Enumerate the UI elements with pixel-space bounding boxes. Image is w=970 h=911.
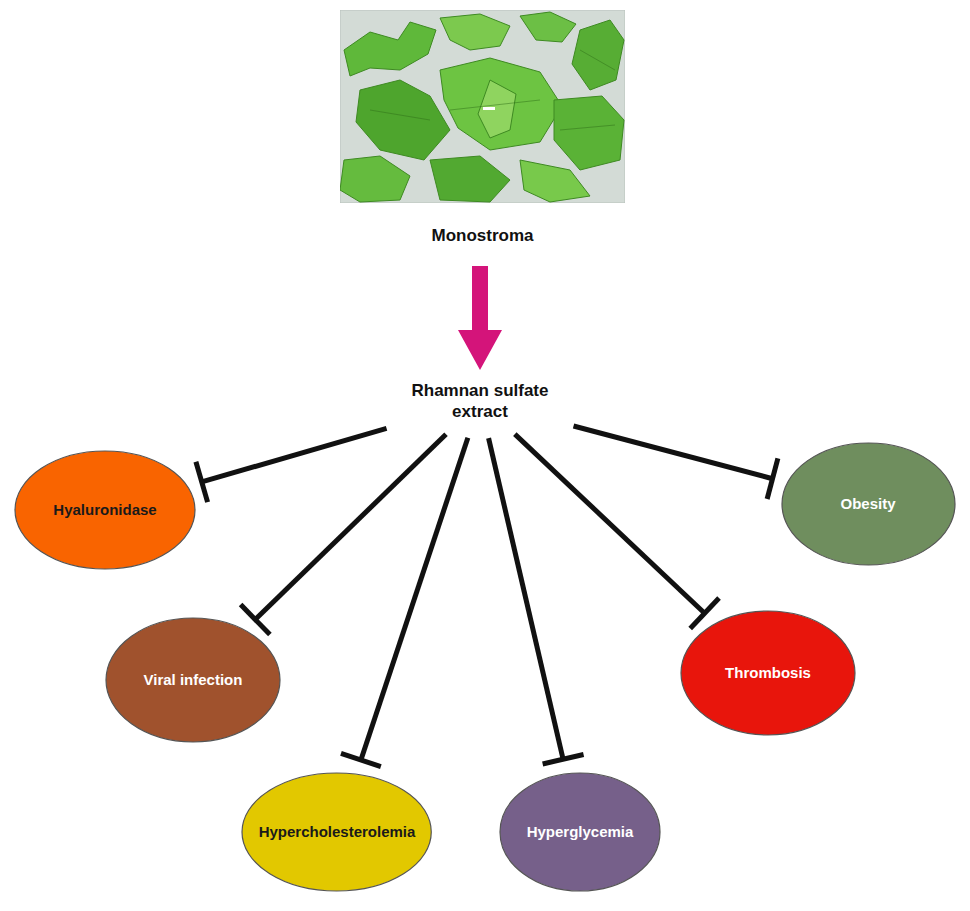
inhibition-bar <box>767 458 778 499</box>
connector <box>515 434 719 628</box>
inhibition-bar <box>543 754 584 763</box>
block-arrow <box>458 266 502 370</box>
connector <box>196 428 387 502</box>
effect-label: Hypercholesterolemia <box>259 823 416 842</box>
effect-label: Thrombosis <box>725 664 811 683</box>
effect-label: Hyperglycemia <box>527 823 634 842</box>
seaweed-photo <box>340 10 625 203</box>
ellipse-fill <box>500 773 660 891</box>
effect-label: Hyaluronidase <box>53 501 156 520</box>
effect-ellipse: Hyaluronidase <box>14 450 196 570</box>
inhibition-line <box>489 438 564 759</box>
inhibition-bar <box>341 753 381 766</box>
inhibition-bar <box>196 462 208 502</box>
ellipse-fill <box>782 443 955 565</box>
inhibition-line <box>361 438 468 760</box>
effect-label: Viral infection <box>144 671 243 690</box>
connector <box>341 438 468 767</box>
effect-ellipse: Hyperglycemia <box>499 772 661 892</box>
node-label: Monostroma <box>340 225 625 246</box>
ellipse-fill <box>681 611 855 735</box>
connector <box>489 438 584 764</box>
source-photo-node: Monostroma <box>340 10 625 250</box>
effect-ellipse: Obesity <box>781 442 956 566</box>
ellipse-fill <box>106 618 280 742</box>
effect-label: Obesity <box>840 495 895 514</box>
node-label: Rhamnan sulfate extract <box>404 380 556 423</box>
ellipse-fill <box>242 773 431 891</box>
connector <box>241 434 446 634</box>
inhibition-line <box>515 434 705 613</box>
ellipse-fill <box>15 451 195 569</box>
inhibition-line <box>574 426 773 479</box>
effect-ellipse: Viral infection <box>105 617 281 743</box>
extract-label-node: Rhamnan sulfate extract <box>400 378 560 425</box>
inhibition-line <box>202 428 387 482</box>
effect-ellipse: Hypercholesterolemia <box>241 772 432 892</box>
effect-ellipse: Thrombosis <box>680 610 856 736</box>
connector <box>458 266 502 370</box>
connector <box>574 426 778 499</box>
